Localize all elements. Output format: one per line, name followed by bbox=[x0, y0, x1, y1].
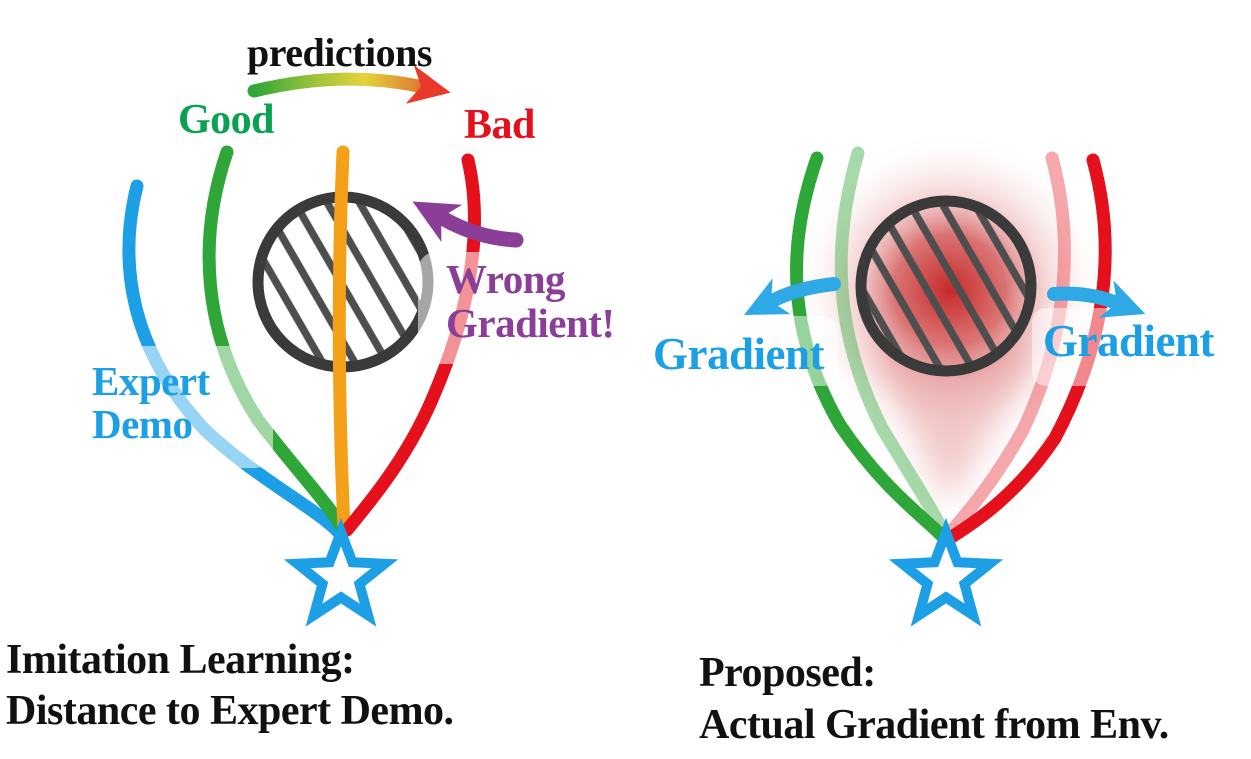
bad-trajectory bbox=[340, 153, 481, 537]
left-panel: predictions Good Bad Wrong Gradient! Exp… bbox=[6, 30, 646, 734]
predictions-label: predictions bbox=[247, 30, 432, 75]
wrong-gradient-arrow bbox=[412, 201, 524, 248]
gradient-arrow-left bbox=[743, 277, 841, 316]
bad-trajectory-new bbox=[940, 153, 1112, 547]
good-trajectory-new bbox=[790, 151, 951, 545]
start-star-left bbox=[283, 517, 399, 627]
obstacle-circle-right bbox=[855, 195, 1037, 377]
cost-glow-tail bbox=[866, 340, 1046, 505]
right-caption-line2: Actual Gradient from Env. bbox=[699, 702, 1169, 748]
left-caption-line2: Distance to Expert Demo. bbox=[6, 688, 454, 734]
highlight-band-wrong-gradient bbox=[418, 252, 646, 364]
bad-label: Bad bbox=[464, 102, 535, 148]
start-star-right bbox=[888, 517, 1004, 627]
highlight-band-gradient-left bbox=[648, 316, 838, 386]
right-panel: Gradient Gradient Proposed: Actual Gradi… bbox=[648, 130, 1244, 748]
highlight-band-expert-demo bbox=[78, 346, 273, 468]
highlight-band-gradient-right bbox=[1032, 308, 1244, 386]
good-trajectory-old bbox=[834, 146, 952, 543]
predictions-gradient-arrow bbox=[247, 64, 451, 104]
expert-demo-label-line2: Demo bbox=[92, 401, 192, 447]
expert-demo-label-line1: Expert bbox=[92, 358, 211, 404]
gradient-label-right: Gradient bbox=[1043, 316, 1215, 366]
right-caption-line1: Proposed: bbox=[699, 650, 876, 696]
mid-trajectory bbox=[332, 145, 351, 535]
left-caption-line1: Imitation Learning: bbox=[6, 637, 355, 683]
bad-trajectory-old bbox=[939, 151, 1071, 545]
gradient-label-left: Gradient bbox=[653, 329, 825, 379]
gradient-arrow-right bbox=[1047, 280, 1146, 318]
good-label: Good bbox=[178, 97, 274, 143]
wrong-gradient-label-line1: Wrong bbox=[446, 256, 566, 302]
wrong-gradient-label-line2: Gradient! bbox=[446, 300, 615, 346]
